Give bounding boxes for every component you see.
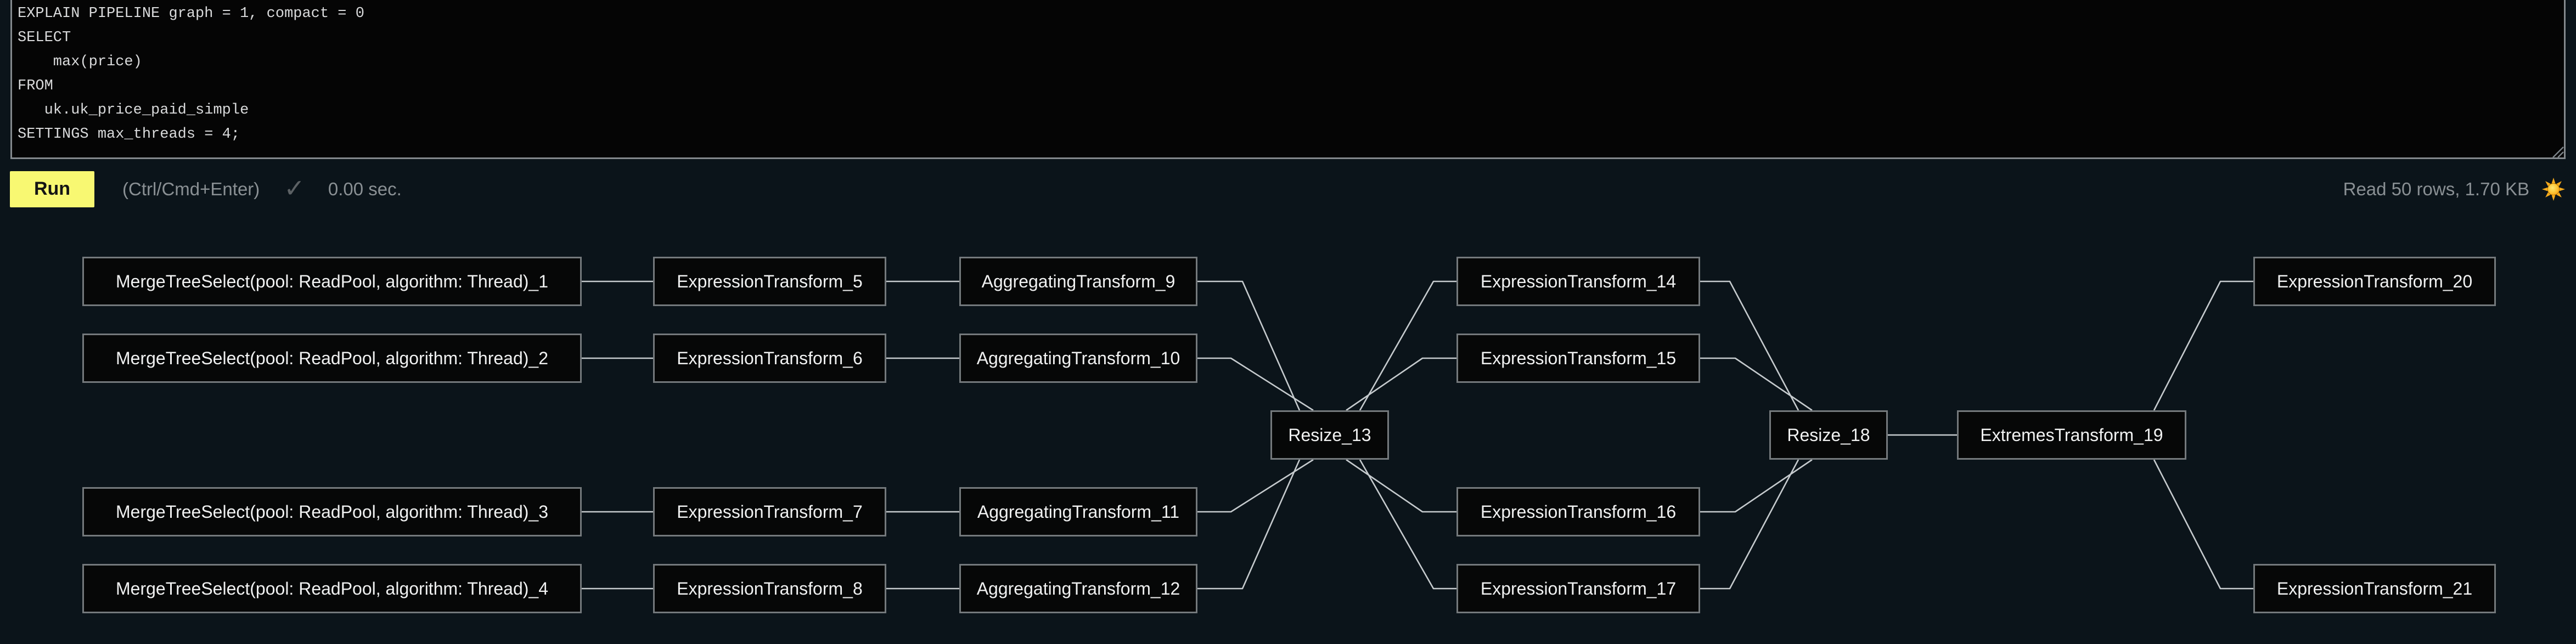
pipeline-node-MergeTreeSelect_2: MergeTreeSelect(pool: ReadPool, algorith… — [82, 334, 582, 383]
elapsed-time: 0.00 sec. — [328, 178, 402, 199]
pipeline-node-Resize_13: Resize_13 — [1270, 410, 1389, 460]
pipeline-edge-ExtremesTransform_19-to-ExpressionTransform_20 — [2153, 280, 2253, 411]
pipeline-edge-ExpressionTransform_16-to-Resize_18 — [1700, 459, 1813, 513]
pipeline-node-AggregatingTransform_9: AggregatingTransform_9 — [959, 257, 1197, 306]
pipeline-edge-ExtremesTransform_19-to-ExpressionTransform_21 — [2153, 459, 2253, 590]
sun-rays — [2541, 177, 2566, 201]
pipeline-node-ExpressionTransform_6: ExpressionTransform_6 — [653, 334, 886, 383]
pipeline-edge-Resize_13-to-ExpressionTransform_16 — [1346, 459, 1456, 513]
read-stats: Read 50 rows, 1.70 KB — [2343, 178, 2529, 199]
pipeline-node-ExpressionTransform_8: ExpressionTransform_8 — [653, 564, 886, 613]
pipeline-node-MergeTreeSelect_4: MergeTreeSelect(pool: ReadPool, algorith… — [82, 564, 582, 613]
pipeline-node-ExpressionTransform_16: ExpressionTransform_16 — [1456, 487, 1700, 536]
pipeline-node-ExpressionTransform_17: ExpressionTransform_17 — [1456, 564, 1700, 613]
pipeline-edge-AggregatingTransform_11-to-Resize_13 — [1197, 459, 1314, 513]
pipeline-edge-Resize_13-to-ExpressionTransform_14 — [1359, 280, 1456, 411]
pipeline-node-AggregatingTransform_10: AggregatingTransform_10 — [959, 334, 1197, 383]
pipeline-node-ExpressionTransform_15: ExpressionTransform_15 — [1456, 334, 1700, 383]
pipeline-edge-ExpressionTransform_14-to-Resize_18 — [1700, 280, 1799, 411]
pipeline-edge-ExpressionTransform_17-to-Resize_18 — [1700, 459, 1799, 590]
pipeline-node-ExpressionTransform_5: ExpressionTransform_5 — [653, 257, 886, 306]
pipeline-node-ExpressionTransform_7: ExpressionTransform_7 — [653, 487, 886, 536]
run-shortcut-label: (Ctrl/Cmd+Enter) — [122, 178, 260, 199]
run-button[interactable]: Run — [10, 171, 94, 207]
theme-toggle-sun-icon[interactable] — [2541, 177, 2566, 202]
success-check-icon: ✓ — [284, 173, 305, 202]
pipeline-node-MergeTreeSelect_3: MergeTreeSelect(pool: ReadPool, algorith… — [82, 487, 582, 536]
pipeline-node-Resize_18: Resize_18 — [1769, 410, 1888, 460]
pipeline-edge-AggregatingTransform_10-to-Resize_13 — [1197, 357, 1314, 411]
pipeline-node-AggregatingTransform_12: AggregatingTransform_12 — [959, 564, 1197, 613]
pipeline-edge-ExpressionTransform_15-to-Resize_18 — [1700, 357, 1813, 411]
pipeline-edge-Resize_13-to-ExpressionTransform_15 — [1346, 357, 1456, 411]
pipeline-node-ExtremesTransform_19: ExtremesTransform_19 — [1957, 410, 2186, 460]
pipeline-node-AggregatingTransform_11: AggregatingTransform_11 — [959, 487, 1197, 536]
pipeline-edge-AggregatingTransform_12-to-Resize_13 — [1197, 459, 1301, 590]
sql-editor[interactable]: EXPLAIN PIPELINE graph = 1, compact = 0 … — [10, 0, 2566, 159]
pipeline-edge-Resize_13-to-ExpressionTransform_17 — [1359, 459, 1456, 590]
editor-resize-grip[interactable] — [2551, 146, 2564, 158]
pipeline-node-MergeTreeSelect_1: MergeTreeSelect(pool: ReadPool, algorith… — [82, 257, 582, 306]
pipeline-edge-AggregatingTransform_9-to-Resize_13 — [1197, 280, 1301, 411]
pipeline-node-ExpressionTransform_14: ExpressionTransform_14 — [1456, 257, 1700, 306]
pipeline-node-ExpressionTransform_20: ExpressionTransform_20 — [2253, 257, 2496, 306]
toolbar: Run (Ctrl/Cmd+Enter) ✓ 0.00 sec. Read 50… — [10, 171, 2566, 207]
pipeline-node-ExpressionTransform_21: ExpressionTransform_21 — [2253, 564, 2496, 613]
